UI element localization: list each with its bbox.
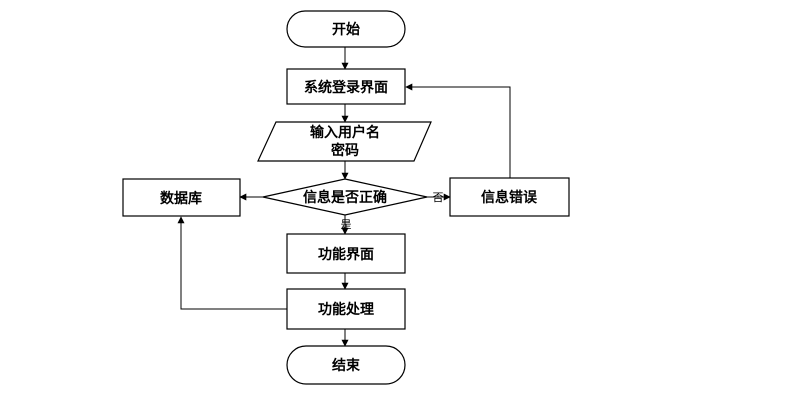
input-parallelogram bbox=[257, 121, 432, 162]
edge-label-yes: 是 bbox=[341, 218, 352, 231]
function-page-label: 功能界面 bbox=[318, 246, 374, 263]
input-label-line2: 密码 bbox=[330, 142, 359, 159]
login-page-box bbox=[286, 68, 406, 105]
database-label: 数据库 bbox=[160, 190, 202, 207]
function-process-label: 功能处理 bbox=[318, 301, 374, 318]
function-page-box bbox=[286, 233, 406, 274]
check-label: 信息是否正确 bbox=[303, 189, 387, 206]
edge-process-to-database bbox=[177, 216, 287, 310]
check-diamond bbox=[262, 178, 428, 216]
end-label: 结束 bbox=[332, 357, 361, 374]
edge-label-no: 否 bbox=[433, 191, 444, 204]
info-error-box bbox=[449, 177, 570, 217]
input-label-line1: 输入用户名 bbox=[310, 124, 380, 141]
login-page-label: 系统登录界面 bbox=[304, 79, 388, 96]
edge-error-to-login bbox=[405, 83, 511, 178]
end-terminator bbox=[286, 345, 406, 385]
info-error-label: 信息错误 bbox=[481, 189, 538, 206]
database-box bbox=[122, 178, 241, 217]
function-process-box bbox=[286, 288, 406, 330]
start-terminator bbox=[286, 10, 406, 48]
start-label: 开始 bbox=[332, 21, 360, 38]
